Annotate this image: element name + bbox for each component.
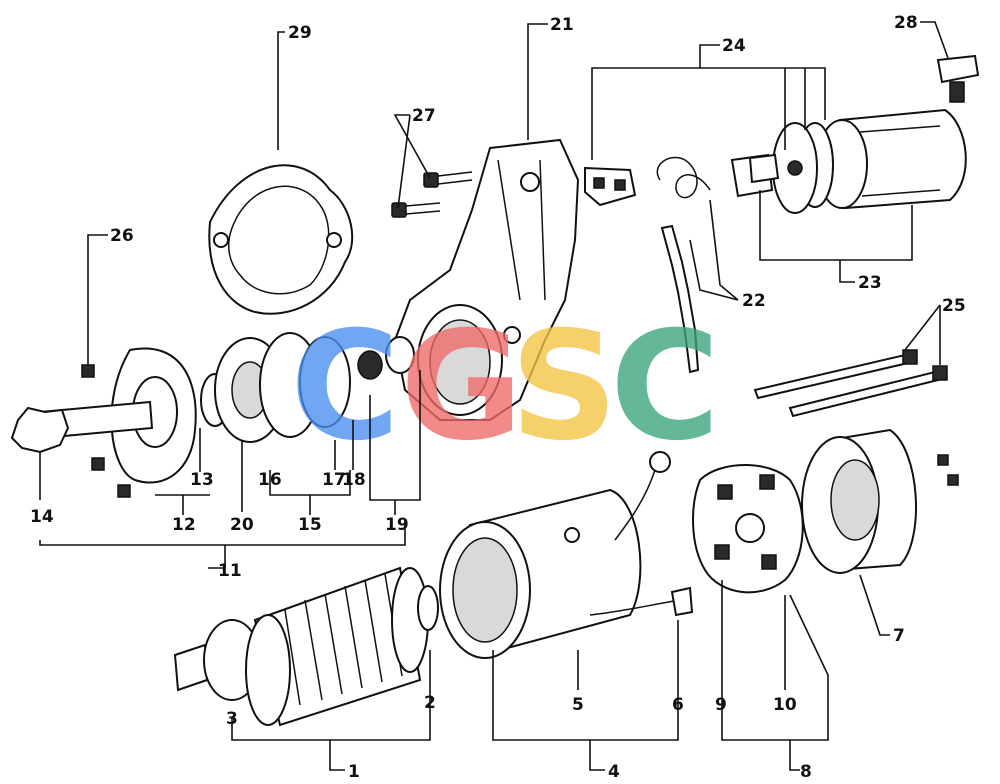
callout-9: 9 xyxy=(715,695,727,715)
leader-lines xyxy=(39,21,949,771)
callout-24: 24 xyxy=(722,36,746,56)
callout-25: 25 xyxy=(942,296,966,316)
callout-7: 7 xyxy=(893,626,905,646)
callout-19: 19 xyxy=(385,515,409,535)
callout-13: 13 xyxy=(190,470,214,490)
callout-11: 11 xyxy=(218,561,242,581)
callout-21: 21 xyxy=(550,15,574,35)
part-22-spring-lever xyxy=(656,156,711,374)
callout-26: 26 xyxy=(110,226,134,246)
callout-6: 6 xyxy=(672,695,684,715)
callout-4: 4 xyxy=(608,762,620,782)
callout-28: 28 xyxy=(894,13,918,33)
part-7-end-cover xyxy=(801,428,959,574)
callout-27: 27 xyxy=(412,106,436,126)
part-28-terminal xyxy=(936,54,980,103)
callout-18: 18 xyxy=(342,470,366,490)
watermark-letter-c2: C xyxy=(610,300,720,474)
part-23-solenoid xyxy=(748,108,967,214)
callout-numbers: 29 27 21 24 28 22 23 25 26 13 14 12 20 1… xyxy=(30,13,966,782)
part-29-gasket xyxy=(208,164,354,315)
part-8-brush-holder xyxy=(692,464,804,594)
part-15-20-clutch-assembly xyxy=(200,332,415,443)
part-25-through-bolts xyxy=(753,349,948,418)
watermark: C G S C xyxy=(290,300,720,474)
watermark-letter-s: S xyxy=(510,300,618,474)
part-1-armature xyxy=(173,566,439,727)
callout-14: 14 xyxy=(30,507,54,527)
part-4-yoke xyxy=(439,451,694,659)
callout-16: 16 xyxy=(258,470,282,490)
part-21-drive-housing xyxy=(393,138,580,421)
callout-22: 22 xyxy=(742,291,766,311)
part-12-14-bearing-plate-pinion xyxy=(10,347,197,498)
callout-20: 20 xyxy=(230,515,254,535)
callout-10: 10 xyxy=(773,695,797,715)
callout-29: 29 xyxy=(288,23,312,43)
callout-23: 23 xyxy=(858,273,882,293)
callout-8: 8 xyxy=(800,762,812,782)
callout-15: 15 xyxy=(298,515,322,535)
callout-1: 1 xyxy=(348,762,360,782)
callout-12: 12 xyxy=(172,515,196,535)
part-27-bolts xyxy=(391,171,473,218)
callout-3: 3 xyxy=(226,709,238,729)
watermark-letter-c1: C xyxy=(290,300,400,474)
callout-17: 17 xyxy=(322,470,346,490)
watermark-letter-g: G xyxy=(400,300,523,474)
callout-5: 5 xyxy=(572,695,584,715)
callout-2: 2 xyxy=(424,693,436,713)
